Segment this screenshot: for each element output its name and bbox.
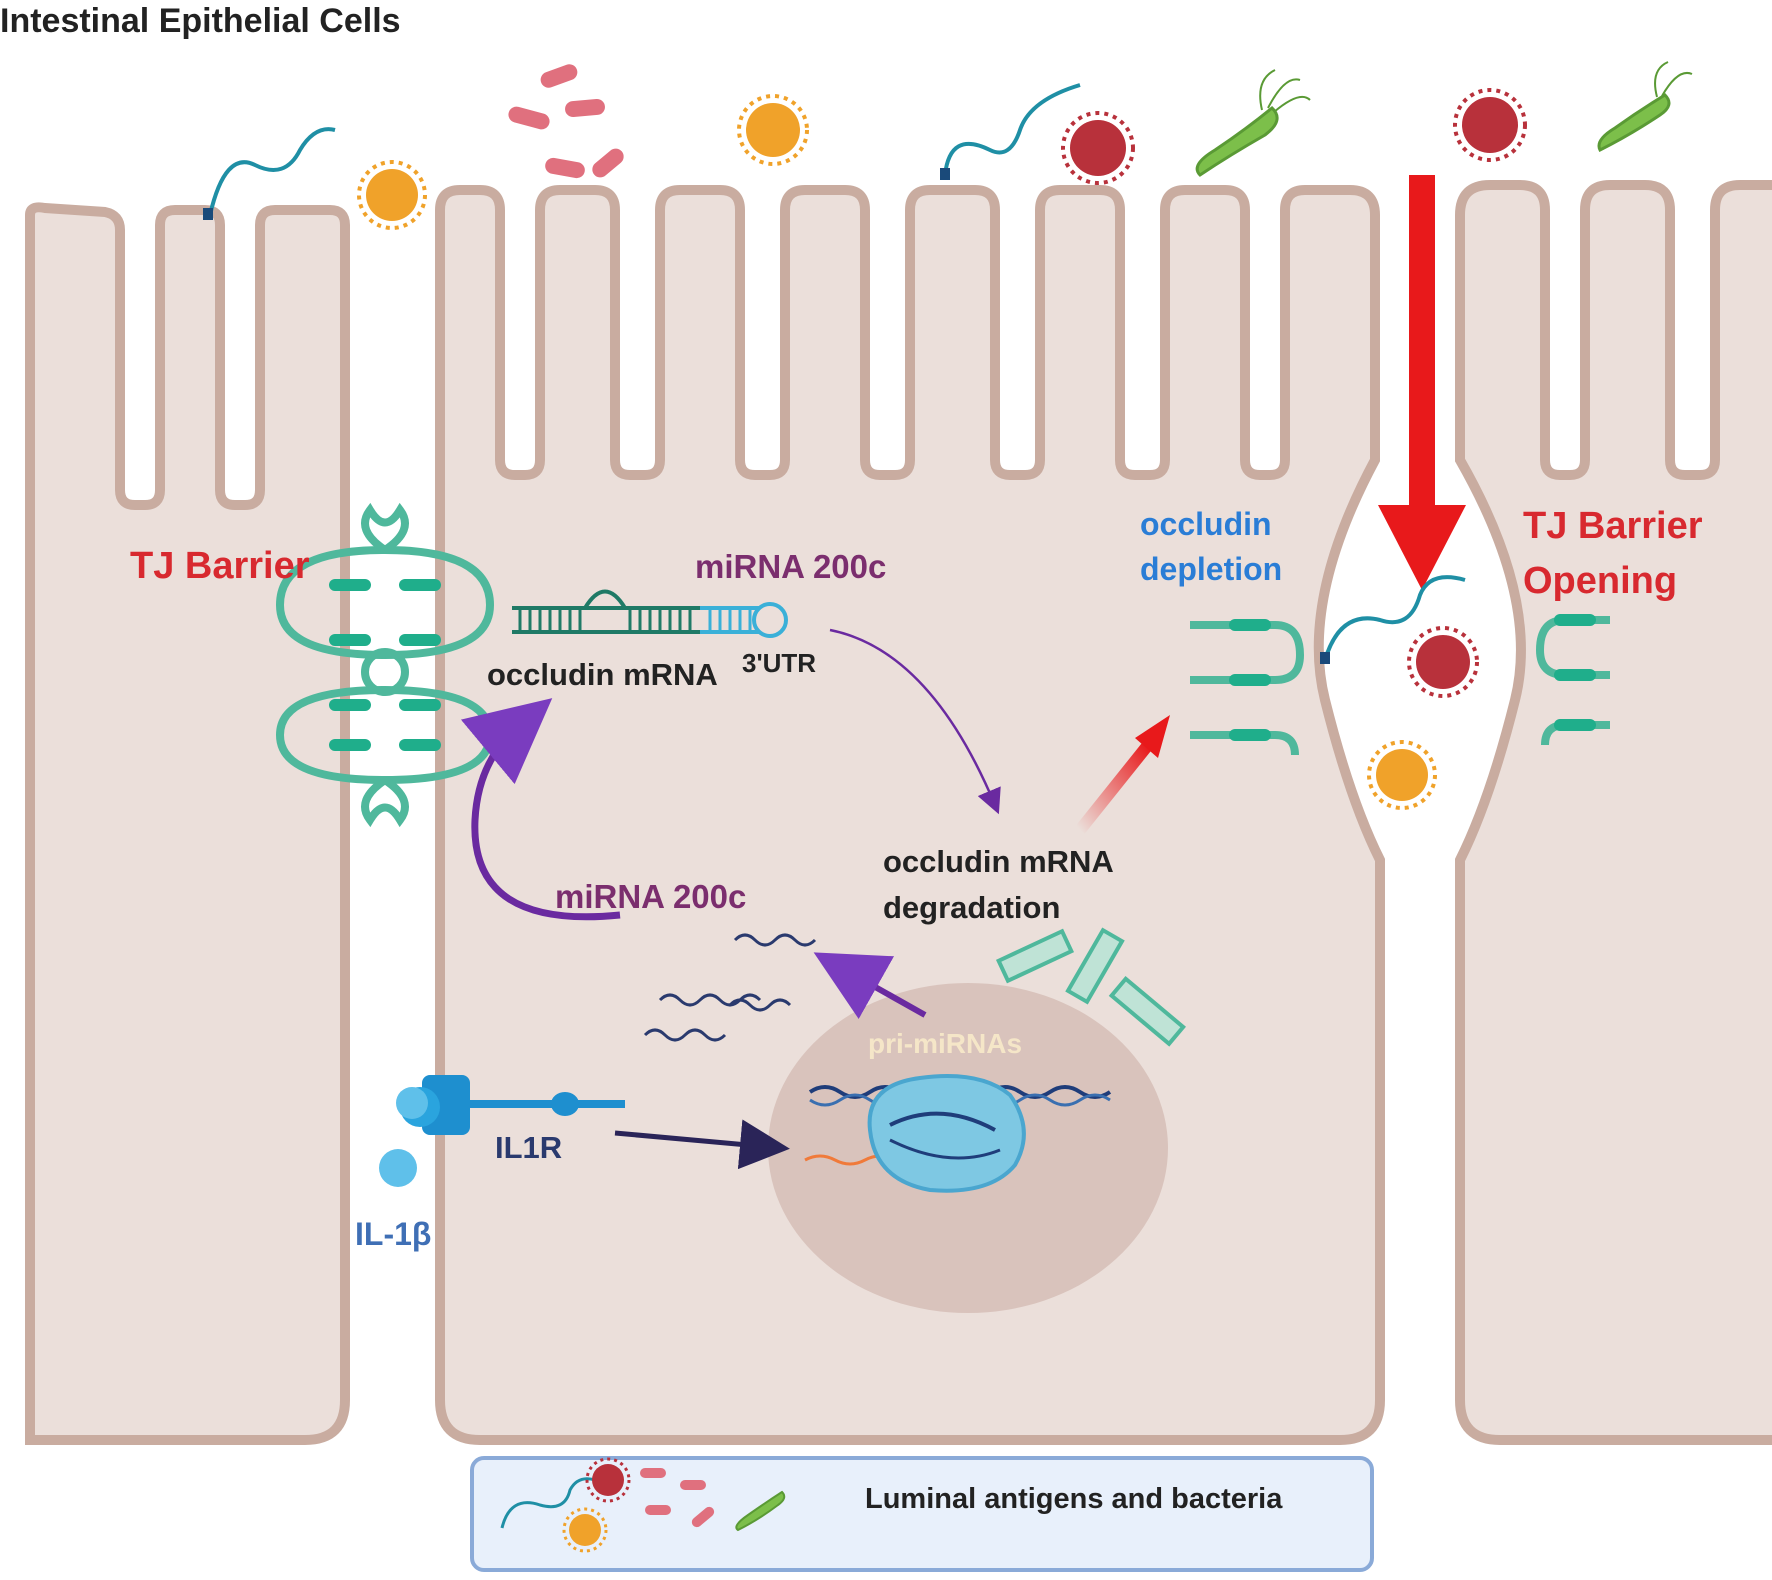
il1b-label: IL-1β bbox=[355, 1216, 431, 1252]
tj-opening-label-2: Opening bbox=[1523, 560, 1677, 602]
degraded-mrna-fragments-icon bbox=[995, 927, 1186, 1047]
pink-rod-bacteria-icon bbox=[508, 64, 624, 179]
right-epithelial-cell bbox=[1455, 180, 1772, 1445]
orange-virus-icon-2 bbox=[737, 94, 809, 166]
gap-microbes bbox=[1320, 575, 1479, 810]
tight-junction-open-right bbox=[1535, 614, 1610, 746]
il1b-ligand-icon bbox=[379, 1087, 428, 1187]
tight-junction-open-left bbox=[1190, 619, 1305, 756]
legend-box: Luminal antigens and bacteria bbox=[470, 1456, 1374, 1572]
spirochete-icon-2 bbox=[943, 83, 1081, 176]
mirna-200c-label-mid: miRNA 200c bbox=[555, 878, 746, 915]
tight-junction-intact bbox=[275, 502, 495, 828]
red-virus-icon-2 bbox=[1453, 88, 1527, 162]
pri-mirnas-label: pri-miRNAs bbox=[868, 1028, 1022, 1059]
green-helicobacter-icon bbox=[1195, 69, 1311, 177]
orange-virus-icon bbox=[357, 160, 427, 230]
spirochete-head-icon bbox=[203, 208, 213, 220]
red-virus-icon bbox=[1061, 111, 1135, 185]
transcription-complex-icon bbox=[804, 1074, 1112, 1193]
luminal-microbes-top bbox=[203, 61, 1693, 230]
mirna-binding-arrow bbox=[460, 698, 621, 921]
degradation-arrow bbox=[829, 628, 1001, 815]
left-epithelial-cell bbox=[25, 202, 350, 1445]
spirochete-icon bbox=[208, 127, 336, 216]
signaling-arrow bbox=[614, 1119, 790, 1170]
utr-label: 3'UTR bbox=[742, 648, 816, 678]
page-title: Intestinal Epithelial Cells bbox=[0, 2, 401, 40]
mature-mirnas-icon bbox=[643, 933, 817, 1042]
mirna-200c-label-top: miRNA 200c bbox=[695, 548, 886, 585]
occludin-mrna-icon bbox=[512, 589, 788, 638]
tj-barrier-label: TJ Barrier bbox=[130, 545, 310, 587]
mrna-degradation-label-1: occludin mRNA bbox=[883, 844, 1114, 879]
occludin-depletion-label-2: depletion bbox=[1140, 551, 1282, 587]
occludin-depletion-label-1: occludin bbox=[1140, 506, 1272, 542]
pri-mirna-arrow bbox=[813, 952, 927, 1020]
leak-arrow bbox=[1378, 175, 1466, 590]
il1r-label: IL1R bbox=[495, 1130, 562, 1165]
occludin-mrna-label: occludin mRNA bbox=[487, 657, 718, 692]
legend-label: Luminal antigens and bacteria bbox=[865, 1483, 1283, 1515]
tj-opening-label-1: TJ Barrier bbox=[1523, 505, 1703, 547]
depletion-arrow bbox=[1075, 715, 1170, 834]
green-helicobacter-icon-2 bbox=[1597, 61, 1693, 153]
mrna-degradation-label-2: degradation bbox=[883, 890, 1060, 925]
